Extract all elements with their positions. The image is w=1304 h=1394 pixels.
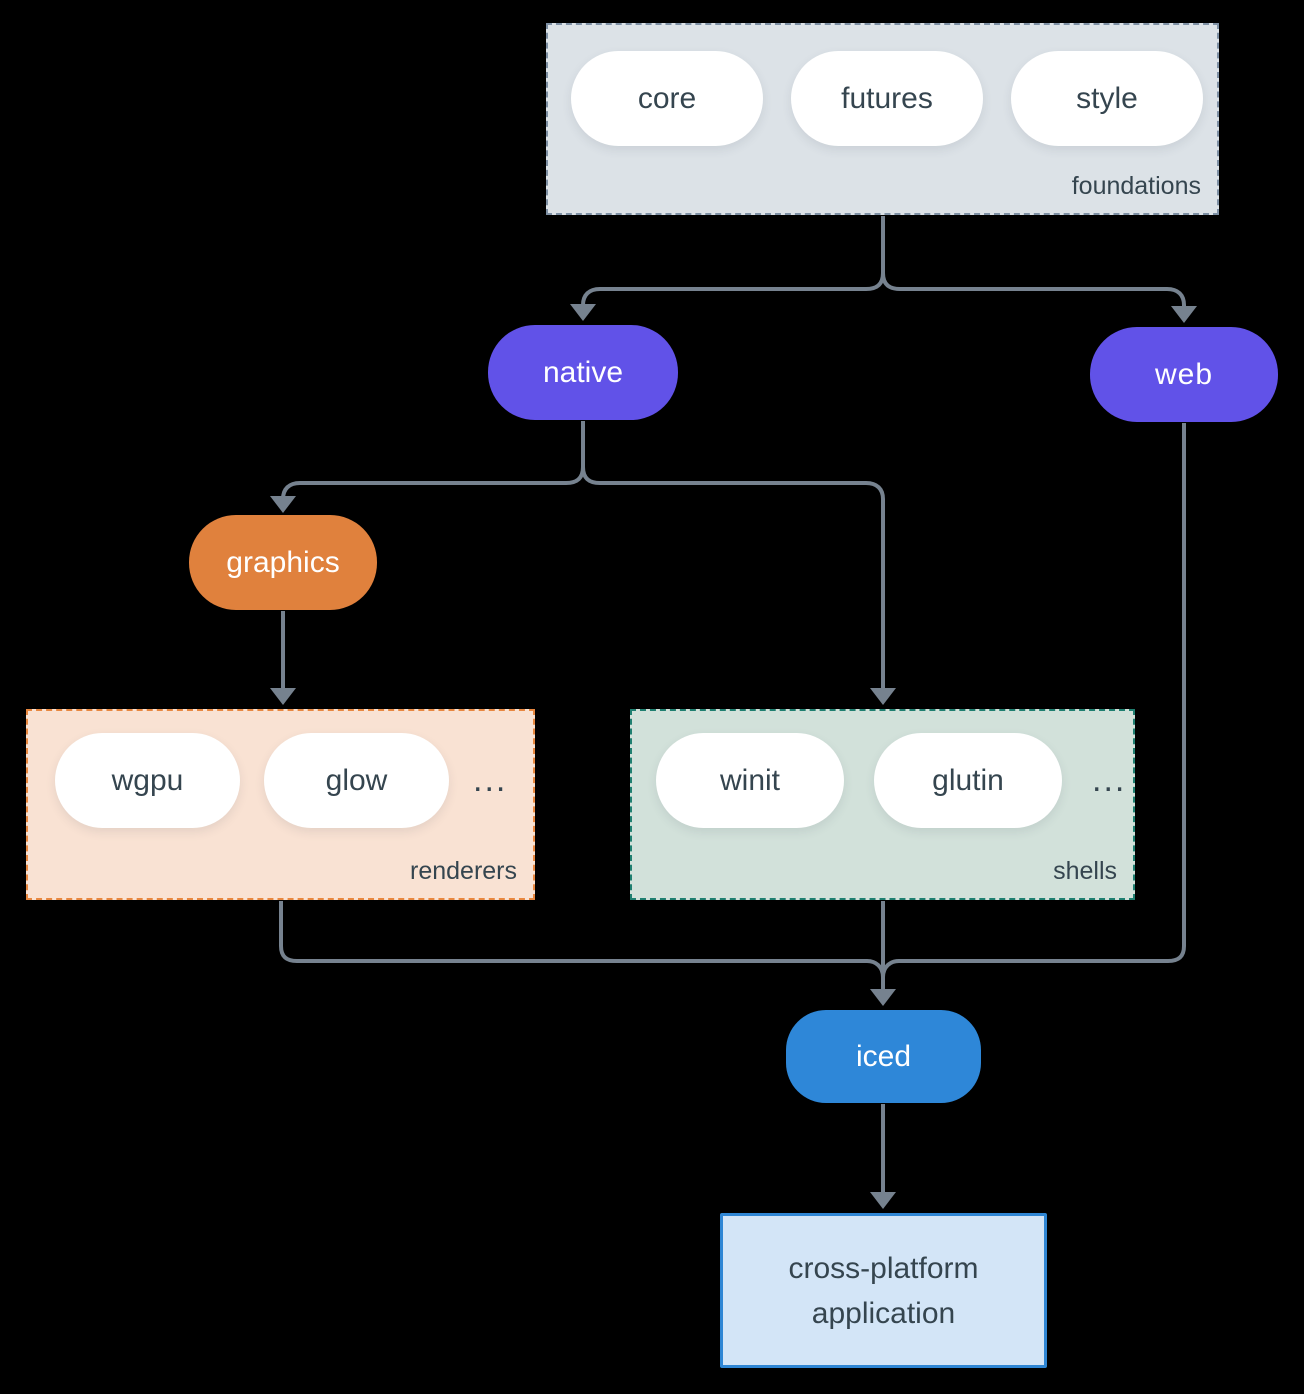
group-foundations-label: foundations xyxy=(1071,172,1201,200)
node-application: cross-platform application xyxy=(720,1213,1047,1368)
arrow-split-to-shells xyxy=(581,466,885,688)
arrow-merge-flare-left xyxy=(866,959,885,978)
node-style: style xyxy=(1011,51,1203,146)
node-winit: winit xyxy=(656,733,844,828)
node-web: web xyxy=(1090,327,1278,422)
renderers-ellipsis: ... xyxy=(473,761,508,799)
group-shells-label: shells xyxy=(1053,857,1117,885)
arrow-split-to-native xyxy=(581,272,885,307)
arrow-split-to-graphics xyxy=(281,466,585,501)
application-line1: cross-platform xyxy=(788,1251,979,1285)
application-line2: application xyxy=(811,1296,956,1330)
arrow-renderers-to-merge xyxy=(279,901,867,963)
arrowhead-renderers xyxy=(270,688,296,705)
arrow-merge-flare-right xyxy=(881,959,900,978)
node-native: native xyxy=(488,325,678,420)
group-renderers-label: renderers xyxy=(410,857,517,885)
node-graphics: graphics xyxy=(189,515,377,610)
node-iced: iced xyxy=(786,1010,981,1103)
node-glutin: glutin xyxy=(874,733,1062,828)
group-shells: winit glutin ... shells xyxy=(630,709,1135,900)
arrowhead-application xyxy=(870,1192,896,1209)
arrowhead-web xyxy=(1171,306,1197,323)
shells-ellipsis: ... xyxy=(1092,761,1127,799)
node-core: core xyxy=(571,51,763,146)
arrow-split-to-web xyxy=(881,272,1186,307)
node-futures: futures xyxy=(791,51,983,146)
arrowhead-shells xyxy=(870,688,896,705)
group-foundations: core futures style foundations xyxy=(546,23,1219,215)
arrowhead-iced xyxy=(870,989,896,1006)
group-renderers: wgpu glow ... renderers xyxy=(26,709,535,900)
node-glow: glow xyxy=(264,733,449,828)
arrowhead-native xyxy=(570,304,596,321)
node-wgpu: wgpu xyxy=(55,733,240,828)
arrowhead-graphics xyxy=(270,496,296,513)
